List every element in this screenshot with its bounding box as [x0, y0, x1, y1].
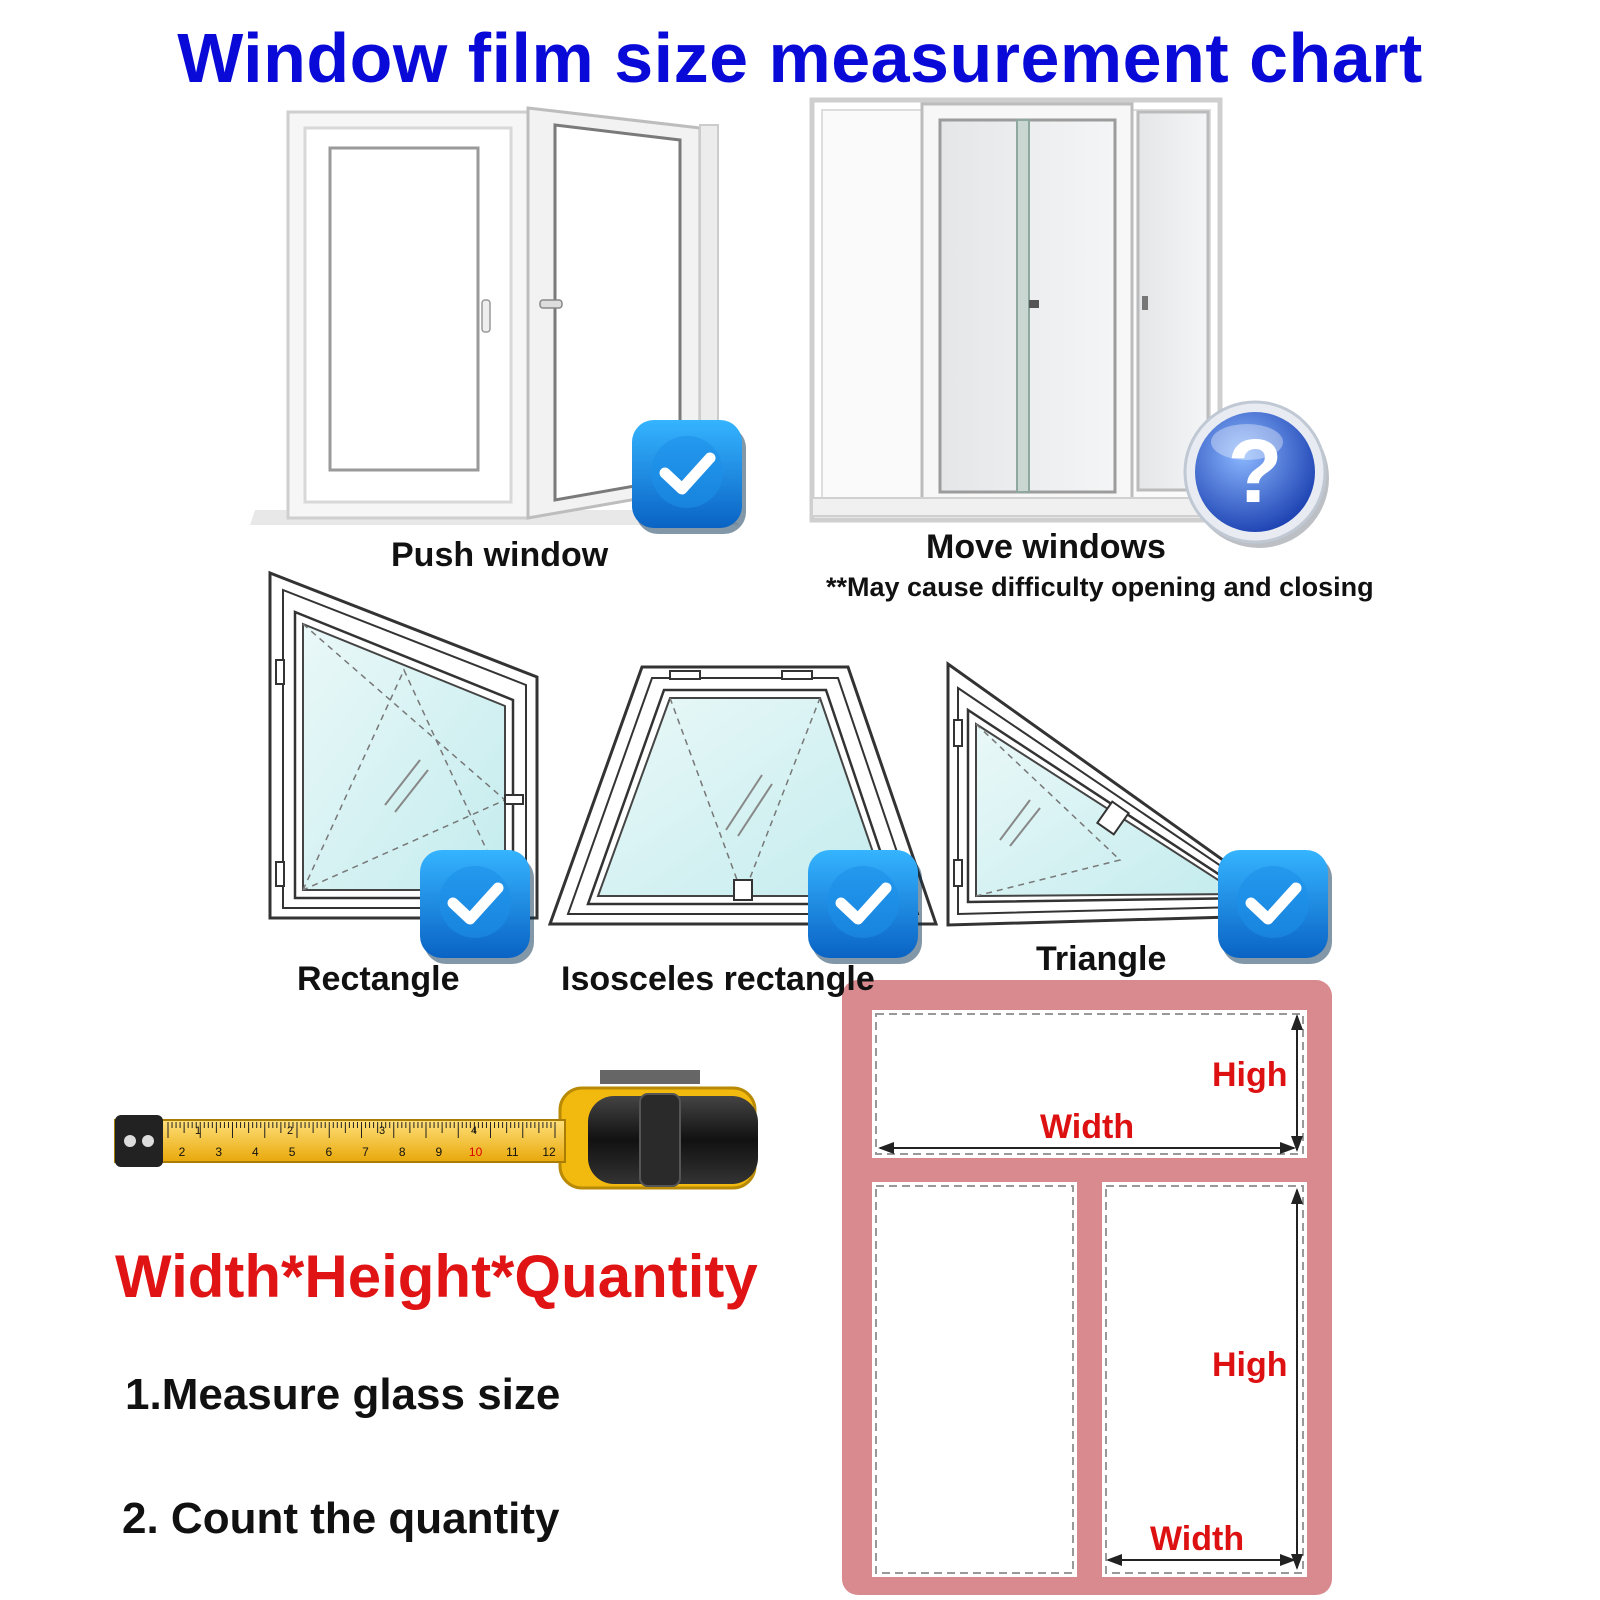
tape-number: 7	[362, 1145, 369, 1159]
tape-number: 4	[252, 1145, 259, 1159]
label-push-window: Push window	[391, 536, 609, 574]
tape-major-number: 3	[379, 1125, 385, 1137]
page-title: Window film size measurement chart	[177, 19, 1423, 97]
move-window-illustration	[809, 97, 1223, 523]
diagram-top-high-label: High	[1212, 1056, 1288, 1094]
check-badge-icon	[808, 850, 922, 964]
svg-text:?: ?	[1228, 422, 1283, 522]
tape-number: 9	[436, 1145, 443, 1159]
measurement-frame-diagram	[842, 980, 1332, 1595]
tape-number: 2	[179, 1145, 186, 1159]
label-isosceles: Isosceles rectangle	[561, 960, 875, 998]
formula-text: Width*Height*Quantity	[115, 1243, 758, 1310]
step-1: 1.Measure glass size	[125, 1370, 561, 1419]
question-badge-icon: ?	[1183, 400, 1329, 548]
tape-number: 12	[542, 1145, 556, 1159]
tape-number: 3	[215, 1145, 222, 1159]
diagram-bottom-width-label: Width	[1150, 1520, 1245, 1558]
label-rectangle: Rectangle	[297, 960, 460, 998]
check-badge-icon	[420, 850, 534, 964]
tape-number: 10	[469, 1145, 483, 1159]
tape-number: 8	[399, 1145, 406, 1159]
step-2: 2. Count the quantity	[122, 1494, 560, 1543]
tape-number: 5	[289, 1145, 296, 1159]
tape-major-number: 1	[195, 1125, 201, 1137]
tape-major-number: 2	[287, 1125, 293, 1137]
move-windows-note: **May cause difficulty opening and closi…	[826, 572, 1374, 602]
label-triangle: Triangle	[1036, 940, 1167, 978]
check-badge-icon	[632, 420, 746, 534]
tape-major-number: 4	[471, 1125, 477, 1137]
rectangle-window-illustration	[268, 570, 539, 920]
triangle-window-illustration	[946, 661, 1305, 927]
tape-number: 6	[325, 1145, 332, 1159]
tape-number: 11	[506, 1145, 519, 1159]
diagram-top-width-label: Width	[1040, 1108, 1135, 1146]
check-badge-icon	[1218, 850, 1332, 964]
diagram-bottom-high-label: High	[1212, 1346, 1288, 1384]
label-move-windows: Move windows	[926, 528, 1166, 566]
